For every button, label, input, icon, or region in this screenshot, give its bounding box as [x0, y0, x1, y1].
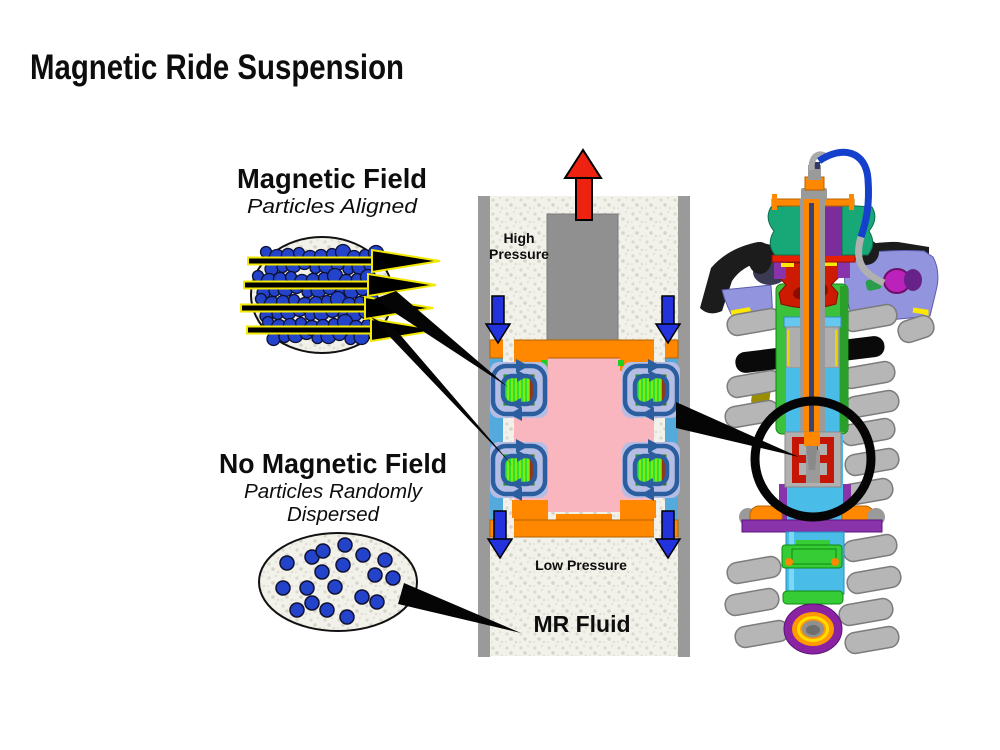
- callout-wedge-aligned-2: [371, 317, 513, 466]
- fluid-gap-left: [503, 356, 514, 520]
- mount-black-left: [748, 242, 772, 274]
- eye-bushing: [783, 603, 843, 655]
- aligned-heading: Magnetic Field: [237, 163, 427, 194]
- mr-piston-valve: [784, 431, 842, 488]
- sensor-cable: [808, 148, 886, 287]
- mr-fluid-label: MR Fluid: [533, 611, 630, 637]
- lower-tube: [781, 531, 845, 605]
- page-title: Magnetic Ride Suspension: [30, 48, 404, 87]
- dispersed-particles-ellipse: [258, 532, 418, 632]
- callout-wedge-dispersed: [398, 583, 521, 633]
- shock-absorber-cutaway: [700, 148, 939, 656]
- dispersed-subheading-line1: Particles Randomly: [244, 481, 423, 503]
- callout-wedge-piston: [676, 402, 799, 457]
- high-pressure-label-line1: High: [503, 230, 534, 246]
- aligned-particles-ellipse: [240, 236, 441, 354]
- ball-joint-cap: [904, 269, 922, 291]
- dispersed-heading: No Magnetic Field: [219, 448, 447, 479]
- mr-damper-cross-section: High Pressure Low Pressure MR Fluid: [478, 148, 690, 657]
- low-pressure-label: Low Pressure: [535, 557, 627, 573]
- fluid-gap-right: [654, 356, 665, 520]
- rebound-arrow-up: [563, 148, 603, 221]
- aligned-subheading: Particles Aligned: [247, 196, 418, 218]
- piston-highlight-circle: [750, 396, 876, 522]
- high-pressure-label-line2: Pressure: [489, 246, 549, 262]
- piston-cap-bottom: [489, 500, 679, 539]
- dispersed-particles: [275, 537, 401, 625]
- callout-wedge-aligned-1: [374, 291, 508, 387]
- dispersed-subheading-line2: Dispersed: [287, 504, 380, 526]
- cylinder-wall-left: [478, 196, 490, 657]
- piston-rod: [546, 213, 619, 361]
